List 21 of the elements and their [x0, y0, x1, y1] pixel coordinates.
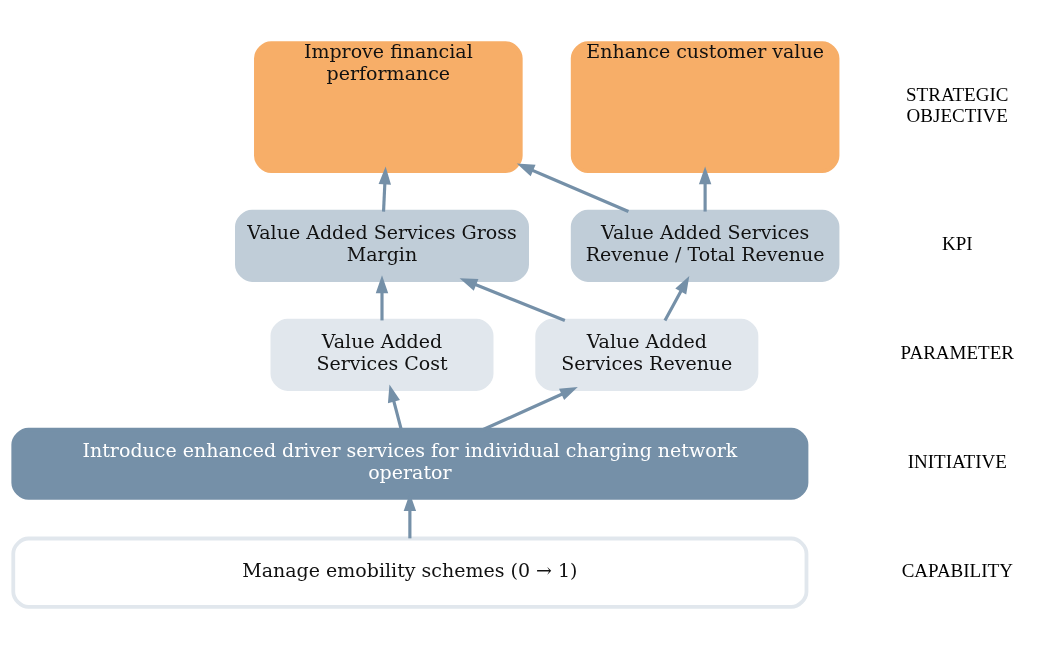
arrow: [516, 163, 630, 213]
node-box: Improve financial performance: [254, 40, 523, 173]
label: INITIATIVE: [907, 450, 1007, 472]
label: CAPABILITY: [901, 559, 1013, 581]
node-box: Introduce enhanced driver services for individual charging network operator: [11, 427, 809, 500]
arrow: [698, 166, 712, 212]
arrow: [663, 275, 690, 321]
arrow: [378, 166, 391, 212]
arrow: [482, 386, 578, 431]
label: PARAMETER: [900, 341, 1014, 363]
label: STRATEGIC OBJECTIVE: [906, 83, 1009, 126]
arrow: [387, 383, 403, 430]
node-box: Value Added Services Revenue / Total Revenue: [570, 209, 840, 282]
arrow: [459, 277, 566, 322]
label: KPI: [941, 232, 973, 254]
node-box: Value Added Services Revenue: [535, 318, 759, 391]
arrow: [375, 274, 389, 320]
node-box: Manage emobility schemes (0 → 1): [11, 536, 809, 609]
node-box: Enhance customer value: [570, 40, 840, 173]
node-box: Value Added Services Cost: [270, 318, 494, 391]
node-box: Value Added Services Gross Margin: [235, 209, 529, 282]
